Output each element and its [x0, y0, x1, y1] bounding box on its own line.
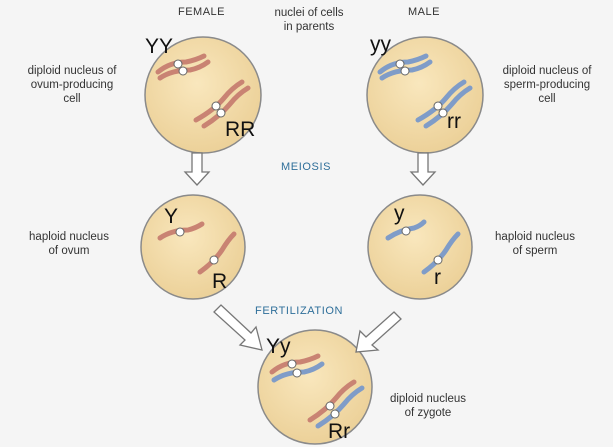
fertilization-title: FERTILIZATION	[255, 305, 344, 317]
male-haploid-label-line-1: haploid nucleus	[495, 231, 575, 243]
meiosis-arrow-male	[409, 152, 437, 186]
zygote-label-line-1: diploid nucleus	[389, 393, 467, 405]
male-haploid-label: haploid nucleus of sperm	[480, 230, 590, 258]
gene-male-haploid-bottom: r	[434, 266, 441, 289]
male-diploid-centromeres	[395, 59, 448, 118]
female-header: FEMALE	[178, 6, 226, 18]
male-haploid-chromosomes	[385, 219, 461, 275]
gene-female-haploid-top: Y	[164, 205, 179, 228]
male-diploid-label-line-2: sperm-producing	[503, 79, 591, 91]
female-haploid-label: haploid nucleus of ovum	[14, 230, 124, 258]
male-diploid-chromosomes	[377, 53, 473, 129]
gene-zygote-top: Yy	[266, 335, 291, 358]
male-haploid-label-line-2: of sperm	[512, 245, 558, 257]
male-diploid-label-line-1: diploid nucleus of	[502, 65, 592, 77]
gene-male-diploid-top: yy	[370, 33, 391, 56]
male-haploid-nucleus	[367, 194, 473, 300]
meiosis-arrow-female	[183, 152, 211, 186]
zygote-label: diploid nucleus of zygote	[378, 392, 478, 420]
gene-female-haploid-bottom: R	[212, 270, 228, 293]
male-diploid-label: diploid nucleus of sperm-producing cell	[482, 64, 612, 106]
gene-male-diploid-bottom: rr	[447, 110, 461, 133]
female-haploid-label-line-2: of ovum	[48, 245, 90, 257]
female-haploid-label-line-1: haploid nucleus	[29, 231, 109, 243]
female-haploid-centromeres	[175, 227, 219, 265]
zygote-chromosomes	[269, 353, 365, 429]
fertilization-arrow-male	[355, 311, 402, 353]
nuclei-parents-label: nuclei of cells in parents	[254, 6, 364, 34]
zygote-nucleus	[257, 329, 373, 445]
zygote-label-line-2: of zygote	[404, 407, 452, 419]
female-diploid-chromosomes	[155, 53, 251, 129]
meiosis-title: MEIOSIS	[281, 161, 332, 173]
male-header: MALE	[408, 6, 440, 18]
zygote-centromeres	[287, 359, 340, 419]
fertilization-arrow-female	[213, 304, 263, 351]
gene-female-diploid-top: YY	[145, 35, 174, 58]
female-diploid-centromeres	[173, 59, 226, 118]
nuclei-parents-line-2: in parents	[283, 21, 335, 33]
male-diploid-label-line-3: cell	[538, 93, 556, 105]
female-haploid-nucleus	[140, 194, 246, 300]
female-diploid-label: diploid nucleus of ovum-producing cell	[2, 64, 142, 106]
male-haploid-centromeres	[401, 226, 443, 265]
gene-zygote-bottom: Rr	[328, 420, 351, 443]
gene-female-diploid-bottom: RR	[225, 118, 256, 141]
female-diploid-label-line-2: ovum-producing	[30, 79, 114, 91]
female-haploid-chromosomes	[157, 221, 237, 275]
female-diploid-label-line-1: diploid nucleus of	[27, 65, 117, 77]
gene-male-haploid-top: y	[394, 202, 405, 225]
nuclei-parents-line-1: nuclei of cells	[274, 7, 344, 19]
female-diploid-label-line-3: cell	[63, 93, 81, 105]
